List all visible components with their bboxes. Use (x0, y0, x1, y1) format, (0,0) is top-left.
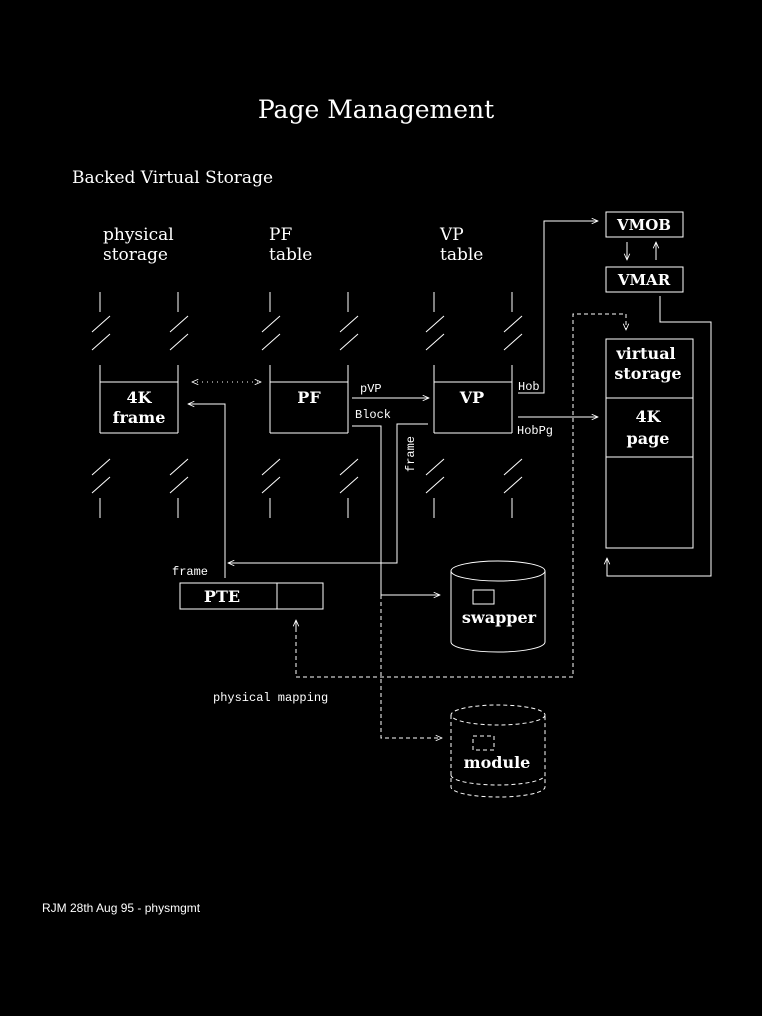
column-header-pf-line1: PF (269, 225, 292, 245)
module-cylinder (450, 704, 546, 798)
column-header-physical-line2: storage (103, 245, 168, 265)
virtual-storage-line1: virtual (615, 344, 675, 363)
hob-arrow (518, 221, 598, 394)
pte-label: PTE (204, 587, 240, 606)
frame-vertical-label: frame (404, 436, 418, 472)
section-subtitle: Backed Virtual Storage (72, 168, 273, 188)
block-to-swapper-arrow (352, 425, 440, 595)
column-header-pf-line2: table (269, 245, 312, 265)
physical-mapping-loop (295, 313, 626, 678)
virtual-storage-line2: storage (614, 364, 681, 383)
module-label: module (464, 753, 531, 772)
page-cell-line2: page (627, 429, 670, 448)
pte-box (179, 582, 324, 610)
vmob-label: VMOB (616, 216, 671, 234)
physical-mapping-label: physical mapping (213, 691, 328, 705)
swapper-label: swapper (462, 608, 537, 627)
frame-pte-label: frame (172, 565, 208, 579)
column-header-vp-line1: VP (439, 225, 464, 245)
column-header-physical-line1: physical (103, 225, 174, 245)
pf-cell: PF (297, 388, 321, 407)
page-title: Page Management (258, 95, 494, 124)
virtual-storage-box (605, 338, 694, 549)
vp-table-column (425, 292, 523, 518)
pf-table-column (261, 292, 359, 518)
vmar-box (605, 266, 684, 293)
frame-cell-line2: frame (113, 408, 166, 427)
block-to-module-arrow (380, 595, 442, 738)
physical-storage-column (91, 292, 189, 518)
frame-vertical-arrow (228, 423, 428, 563)
vmar-label: VMAR (617, 271, 671, 289)
hobpg-label: HobPg (517, 424, 553, 438)
frame-cell-line1: 4K (126, 388, 152, 407)
pte-to-frame-arrow (188, 404, 226, 578)
pvp-label: pVP (360, 382, 382, 396)
vp-cell: VP (459, 388, 484, 407)
swapper-cylinder (450, 560, 546, 653)
vmob-box (605, 211, 684, 238)
column-header-vp-line2: table (440, 245, 483, 265)
vmar-loop-arrow (607, 296, 712, 577)
footer-note: RJM 28th Aug 95 - physmgmt (42, 901, 201, 915)
block-label: Block (355, 408, 391, 422)
hob-label: Hob (518, 380, 540, 394)
page-cell-line1: 4K (635, 407, 661, 426)
